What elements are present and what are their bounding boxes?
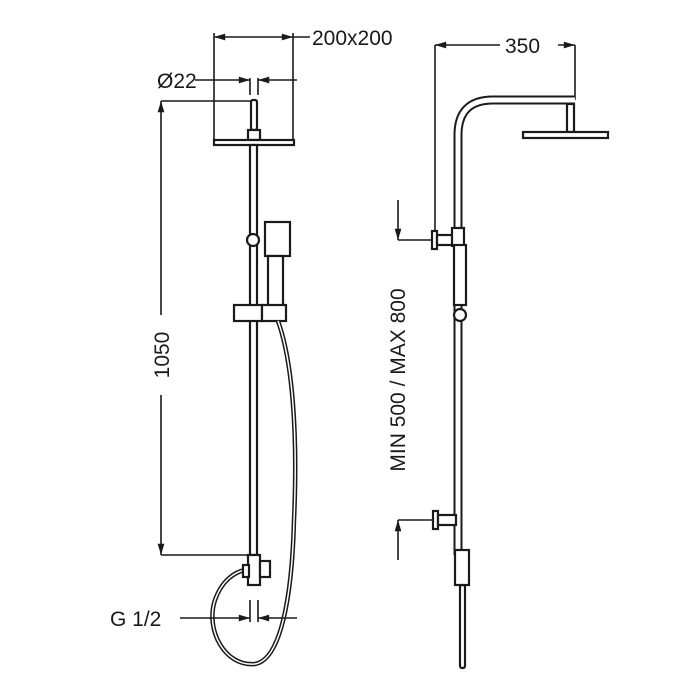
head-size-label: 200x200 (312, 27, 393, 50)
side-view: 350 MIN 500 / MAX 800 (387, 35, 610, 670)
inlet-size-label: G 1/2 (110, 608, 161, 631)
arm-length-label: 350 (505, 35, 540, 58)
front-view: 200x200 Ø22 1050 G (110, 27, 393, 667)
bracket-spacing-label: MIN 500 / MAX 800 (387, 288, 410, 471)
pipe-diameter-label: Ø22 (157, 70, 197, 93)
height-label: 1050 (151, 332, 174, 379)
